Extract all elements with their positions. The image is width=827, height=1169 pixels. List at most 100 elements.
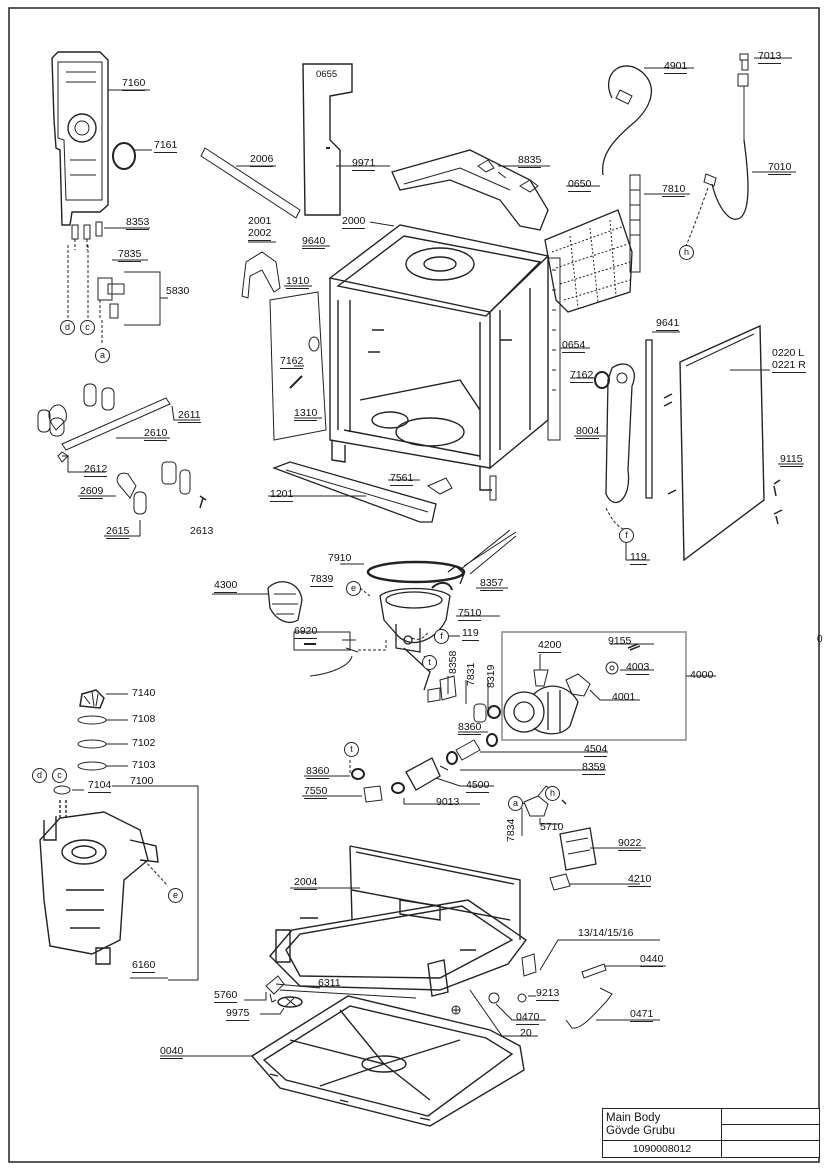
part-2613-screw xyxy=(161,461,207,509)
part-7102-ring xyxy=(77,739,107,749)
label-13-14-15-16: 13/14/15/16 xyxy=(578,927,634,939)
label-4504: 4504 xyxy=(584,743,608,757)
part-4504-hose xyxy=(455,739,481,761)
label-7108: 7108 xyxy=(132,713,156,725)
part-2000-tub xyxy=(328,224,550,491)
label-2000: 2000 xyxy=(342,215,366,229)
title-block-left-cell xyxy=(603,1109,722,1157)
label-8358: 8358 xyxy=(447,650,459,674)
label-8359: 8359 xyxy=(582,761,606,775)
label-7010: 7010 xyxy=(768,161,792,175)
part-5710-valve xyxy=(523,795,549,817)
part-6920-bracket xyxy=(293,631,351,651)
part-7162-plug-left xyxy=(308,336,320,352)
label-0655: 0655 xyxy=(316,69,338,80)
label-4001: 4001 xyxy=(612,691,636,703)
part-1910-panel xyxy=(269,291,327,441)
label-9641: 9641 xyxy=(656,317,680,331)
callout-a-top: a xyxy=(95,348,110,363)
label-119-mid: 119 xyxy=(462,627,479,641)
label-5710: 5710 xyxy=(540,821,564,833)
label-7140: 7140 xyxy=(132,687,156,699)
label-6920: 6920 xyxy=(294,625,318,639)
callout-t-left: t xyxy=(344,742,359,757)
part-2611-hinges xyxy=(37,383,115,437)
label-9013: 9013 xyxy=(436,796,460,808)
label-4200: 4200 xyxy=(538,639,562,653)
part-4200-wheel xyxy=(533,654,549,687)
part-4003-knob xyxy=(605,661,619,675)
label-7835: 7835 xyxy=(118,248,142,262)
label-4210: 4210 xyxy=(628,873,652,887)
label-8360-left: 8360 xyxy=(306,765,330,779)
label-7162-left: 7162 xyxy=(280,355,304,369)
part-7810-rod xyxy=(629,174,641,273)
part-0040-basetray xyxy=(250,995,525,1127)
part-7510-sump xyxy=(379,587,451,691)
title-block-title: Main Body xyxy=(606,1112,661,1124)
title-block-subtitle: Gövde Grubu xyxy=(606,1125,676,1137)
label-8357: 8357 xyxy=(480,577,504,591)
callout-f-mid: f xyxy=(434,629,449,644)
label-20: 20 xyxy=(520,1027,532,1039)
part-0440-cable xyxy=(581,963,607,979)
label-2611: 2611 xyxy=(178,409,201,423)
label-7834: 7834 xyxy=(505,818,517,842)
part-5760-pressure xyxy=(265,975,285,1003)
part-13-switch xyxy=(521,953,537,977)
part-8357-hose xyxy=(459,529,517,575)
label-7810: 7810 xyxy=(662,183,686,197)
label-9213: 9213 xyxy=(536,987,560,1001)
label-7510: 7510 xyxy=(458,607,482,621)
callout-h-top: h xyxy=(679,245,694,260)
label-7100: 7100 xyxy=(130,775,154,787)
part-8835-clips xyxy=(477,159,539,193)
title-block-divider-right xyxy=(721,1124,819,1125)
part-2001-bracket xyxy=(241,251,281,299)
sheet-border xyxy=(8,7,820,1163)
label-0470: 0470 xyxy=(516,1011,540,1025)
label-2006: 2006 xyxy=(250,153,274,167)
part-7160-housing xyxy=(51,51,109,250)
label-9640: 9640 xyxy=(302,235,326,249)
callout-t-mid: t xyxy=(422,655,437,670)
callout-f-right: f xyxy=(619,528,634,543)
callout-e-mid: e xyxy=(346,581,361,596)
part-9971-rail xyxy=(391,149,549,231)
label-7013: 7013 xyxy=(758,50,782,64)
part-2610-bar xyxy=(48,397,171,451)
callout-c-top: c xyxy=(80,320,95,335)
part-0655-panel xyxy=(302,63,353,216)
part-4000-group-box xyxy=(501,631,687,741)
part-9641-seal xyxy=(645,339,653,499)
part-7550-connector xyxy=(363,785,383,803)
label-2001: 2001 xyxy=(248,215,272,227)
label-4000: 4000 xyxy=(690,669,714,681)
label-1201: 1201 xyxy=(270,488,294,502)
callout-h-bottom: h xyxy=(545,786,560,801)
label-7561: 7561 xyxy=(390,472,414,486)
label-9022: 9022 xyxy=(618,837,642,851)
part-8004-arm xyxy=(605,363,635,504)
callout-d-top: d xyxy=(60,320,75,335)
part-8358-clamp xyxy=(439,675,457,701)
label-5760: 5760 xyxy=(214,989,238,1003)
part-7103-ring xyxy=(77,761,107,771)
label-5830: 5830 xyxy=(166,285,190,297)
label-7831: 7831 xyxy=(465,662,477,686)
label-8835: 8835 xyxy=(518,154,542,168)
part-7108-ring xyxy=(77,715,107,725)
label-0654: 0654 xyxy=(562,339,586,353)
label-7104: 7104 xyxy=(88,779,112,793)
part-7162-plug-right xyxy=(594,371,610,389)
part-9013-hose xyxy=(405,757,441,791)
label-0650: 0650 xyxy=(568,178,592,192)
part-9115-screw-b xyxy=(773,509,783,525)
label-7161: 7161 xyxy=(154,139,178,153)
part-0470-cap xyxy=(488,992,500,1004)
part-4901-cable xyxy=(601,65,652,176)
label-9115: 9115 xyxy=(780,453,803,467)
label-7550: 7550 xyxy=(304,785,328,799)
label-2612: 2612 xyxy=(84,463,108,477)
